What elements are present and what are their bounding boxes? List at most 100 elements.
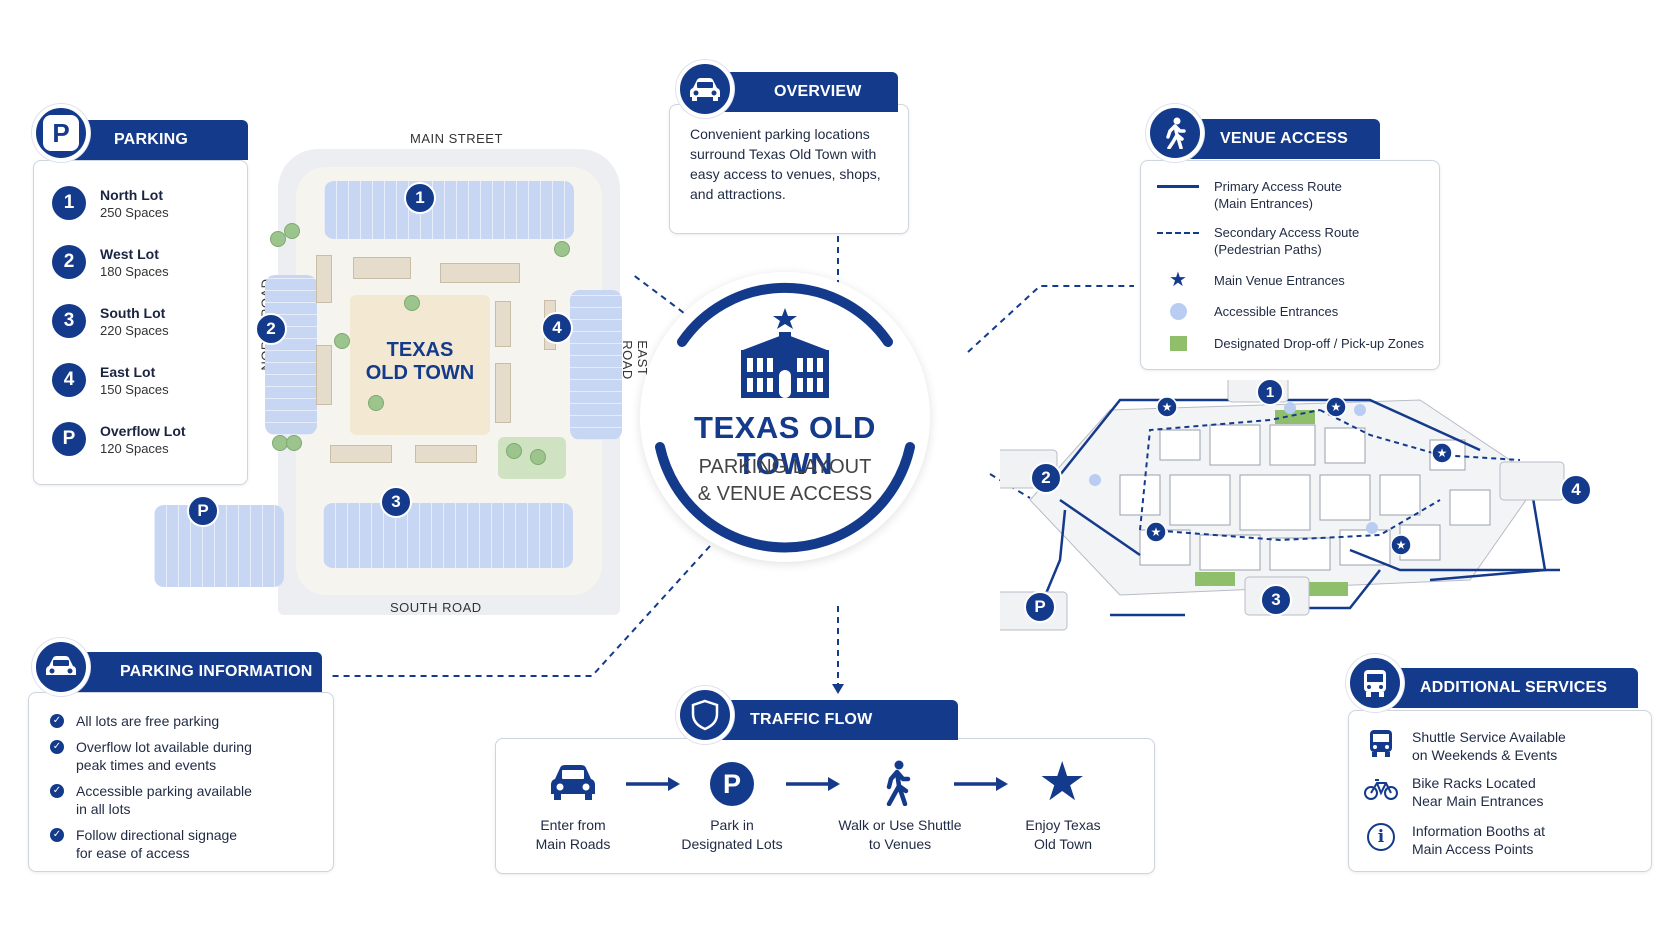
walking-person-icon — [1146, 104, 1204, 162]
service-line: Bike Racks Located — [1412, 775, 1536, 791]
svg-text:★: ★ — [1151, 525, 1162, 539]
flow-step-line2: Old Town — [1033, 836, 1093, 852]
checkmark-icon: ✓ — [50, 714, 64, 728]
info-line: Follow directional signage — [76, 827, 238, 843]
info-line: All lots are free parking — [76, 713, 220, 729]
info-icon: i — [1364, 822, 1398, 852]
center-title: TEXAS OLD TOWN — [694, 410, 876, 481]
bus-icon — [1346, 654, 1404, 712]
legend-label: Main Venue Entrances — [1214, 273, 1345, 288]
flow-parking-icon: P — [710, 762, 754, 806]
service-line-2: on Weekends & Events — [1412, 747, 1558, 763]
service-line-2: Main Access Points — [1412, 841, 1534, 857]
flow-parking-letter: P — [722, 768, 741, 799]
tree — [506, 443, 522, 459]
building — [316, 255, 332, 303]
flow-step-line2: Main Roads — [535, 836, 611, 852]
map-center-line1: TEXAS — [386, 339, 454, 361]
flow-step-line1: Park in — [710, 817, 754, 833]
additional-services-card — [1348, 710, 1652, 872]
venue-map-marker-4[interactable]: 4 — [1560, 474, 1592, 506]
venue-map-marker-p[interactable]: P — [1024, 591, 1056, 623]
building — [330, 445, 392, 463]
accessible-circle-icon — [1156, 303, 1200, 320]
legend-dropoff-zones: Designated Drop-off / Pick-up Zones — [1156, 335, 1424, 352]
service-item-info: i Information Booths at Main Access Point… — [1364, 822, 1545, 858]
lot-name: North Lot — [100, 186, 163, 203]
venue-map-marker-3[interactable]: 3 — [1260, 584, 1292, 616]
center-subtitle-1: PARKING LAYOUT — [698, 456, 872, 478]
flow-step-line1: Enter from — [540, 817, 606, 833]
parking-areas-header: PARKING AREAS — [60, 120, 248, 188]
map-center-line2: OLD TOWN — [365, 362, 475, 384]
map-lot-marker-2[interactable]: 2 — [255, 313, 287, 345]
car-icon — [676, 60, 734, 118]
info-line-2: in all lots — [76, 801, 131, 817]
venue-map-marker-1[interactable]: 1 — [1256, 378, 1284, 406]
lot-item-overflow: P Overflow Lot 120 Spaces — [52, 422, 186, 456]
svg-text:★: ★ — [1396, 538, 1407, 552]
map-lot-marker-1[interactable]: 1 — [404, 182, 436, 214]
traffic-flow-header: TRAFFIC FLOW — [690, 700, 958, 740]
service-item-shuttle: Shuttle Service Available on Weekends & E… — [1364, 728, 1566, 764]
building — [415, 445, 477, 463]
legend-sublabel: (Main Entrances) — [1214, 196, 1313, 211]
flow-step-walk: Walk or Use Shuttle to Venues — [825, 816, 975, 854]
solid-line-icon — [1156, 178, 1200, 195]
lot-name: South Lot — [100, 304, 166, 321]
lot-number-badge: 2 — [52, 245, 86, 279]
traffic-flow-title: TRAFFIC FLOW — [750, 711, 873, 728]
venue-access-title: VENUE ACCESS — [1220, 130, 1349, 147]
lot-item-north: 1 North Lot 250 Spaces — [52, 186, 169, 220]
flow-arrows — [626, 777, 1008, 791]
flow-step-line1: Enjoy Texas — [1025, 817, 1101, 833]
west-lot — [265, 275, 317, 435]
center-subtitle-2: & VENUE ACCESS — [697, 483, 873, 505]
lot-number-badge: 3 — [52, 304, 86, 338]
parking-info-title: PARKING INFORMATION — [120, 663, 313, 680]
flow-step-enter: Enter from Main Roads — [503, 816, 643, 854]
additional-services-title: ADDITIONAL SERVICES — [1420, 679, 1608, 696]
info-item: ✓ Overflow lot available during peak time… — [50, 738, 252, 774]
map-lot-marker-3[interactable]: 3 — [380, 486, 412, 518]
lot-number-badge: P — [52, 422, 86, 456]
south-lot — [323, 503, 573, 568]
building — [353, 257, 411, 279]
checkmark-icon: ✓ — [50, 740, 64, 754]
site-map: MAIN STREET SOUTH ROAD NORTH ROAD EAST R… — [154, 131, 650, 615]
checkmark-icon: ✓ — [50, 784, 64, 798]
overview-title: OVERVIEW — [774, 83, 862, 100]
service-line: Information Booths at — [1412, 823, 1546, 839]
center-ring — [655, 282, 915, 553]
map-lot-marker-p[interactable]: P — [187, 495, 219, 527]
overview-header: OVERVIEW — [712, 72, 898, 112]
parking-icon: P — [32, 104, 90, 162]
info-line: Accessible parking available — [76, 783, 252, 799]
plaza — [350, 295, 490, 435]
info-line-2: peak times and events — [76, 757, 217, 773]
south-road-label: SOUTH ROAD — [390, 600, 482, 615]
legend-label: Primary Access Route — [1214, 179, 1342, 194]
tree — [284, 223, 300, 239]
car-icon — [32, 638, 90, 696]
venue-access-map: ★★★★★ — [1000, 380, 1565, 631]
info-line: Overflow lot available during — [76, 739, 252, 755]
parking-badge-letter: P — [52, 117, 70, 148]
parking-areas-title: PARKING AREAS — [114, 131, 188, 188]
lot-spaces: 180 Spaces — [100, 263, 169, 279]
flow-star-icon: ★ — [1038, 752, 1087, 812]
venue-map-marker-2[interactable]: 2 — [1030, 462, 1062, 494]
lot-spaces: 220 Spaces — [100, 322, 169, 338]
east-lot — [570, 290, 622, 440]
tree — [368, 395, 384, 411]
info-item: ✓ Accessible parking available in all lot… — [50, 782, 252, 818]
lot-spaces: 120 Spaces — [100, 440, 169, 456]
service-line: Shuttle Service Available — [1412, 729, 1566, 745]
flow-car-icon — [548, 762, 598, 807]
dashed-line-icon — [1156, 224, 1200, 241]
tree — [554, 241, 570, 257]
legend-primary-route: Primary Access Route (Main Entrances) — [1156, 178, 1342, 212]
map-lot-marker-4[interactable]: 4 — [541, 312, 573, 344]
legend-accessible-entrances: Accessible Entrances — [1156, 303, 1338, 320]
